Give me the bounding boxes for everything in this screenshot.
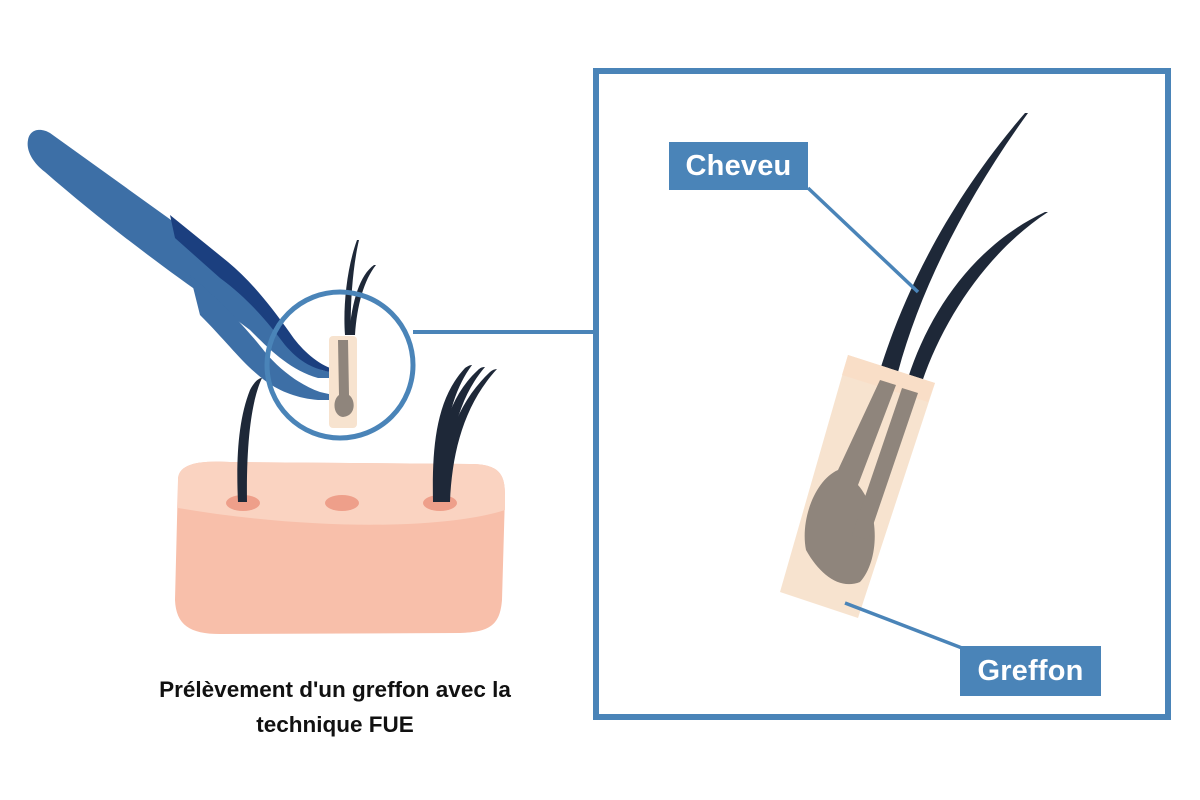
hair-label: Cheveu (669, 142, 808, 190)
caption-line-2: technique FUE (256, 712, 414, 737)
greffon-leader-line (844, 601, 963, 650)
follicle-opening-left (226, 495, 260, 511)
figure-caption: Prélèvement d'un greffon avec la techniq… (110, 672, 560, 742)
follicle-opening-center (325, 495, 359, 511)
tweezers-icon (27, 129, 333, 400)
magnifier-circle (264, 289, 416, 441)
graft-small (329, 240, 376, 428)
hair-left (237, 378, 262, 502)
caption-line-1: Prélèvement d'un greffon avec la (159, 677, 511, 702)
graft-closeup (780, 113, 1048, 618)
cheveu-leader-line (806, 186, 920, 294)
zoom-frame (593, 68, 1171, 720)
skin-block (175, 461, 505, 634)
graft-label: Greffon (960, 646, 1101, 696)
hair-cluster-right (432, 365, 497, 502)
